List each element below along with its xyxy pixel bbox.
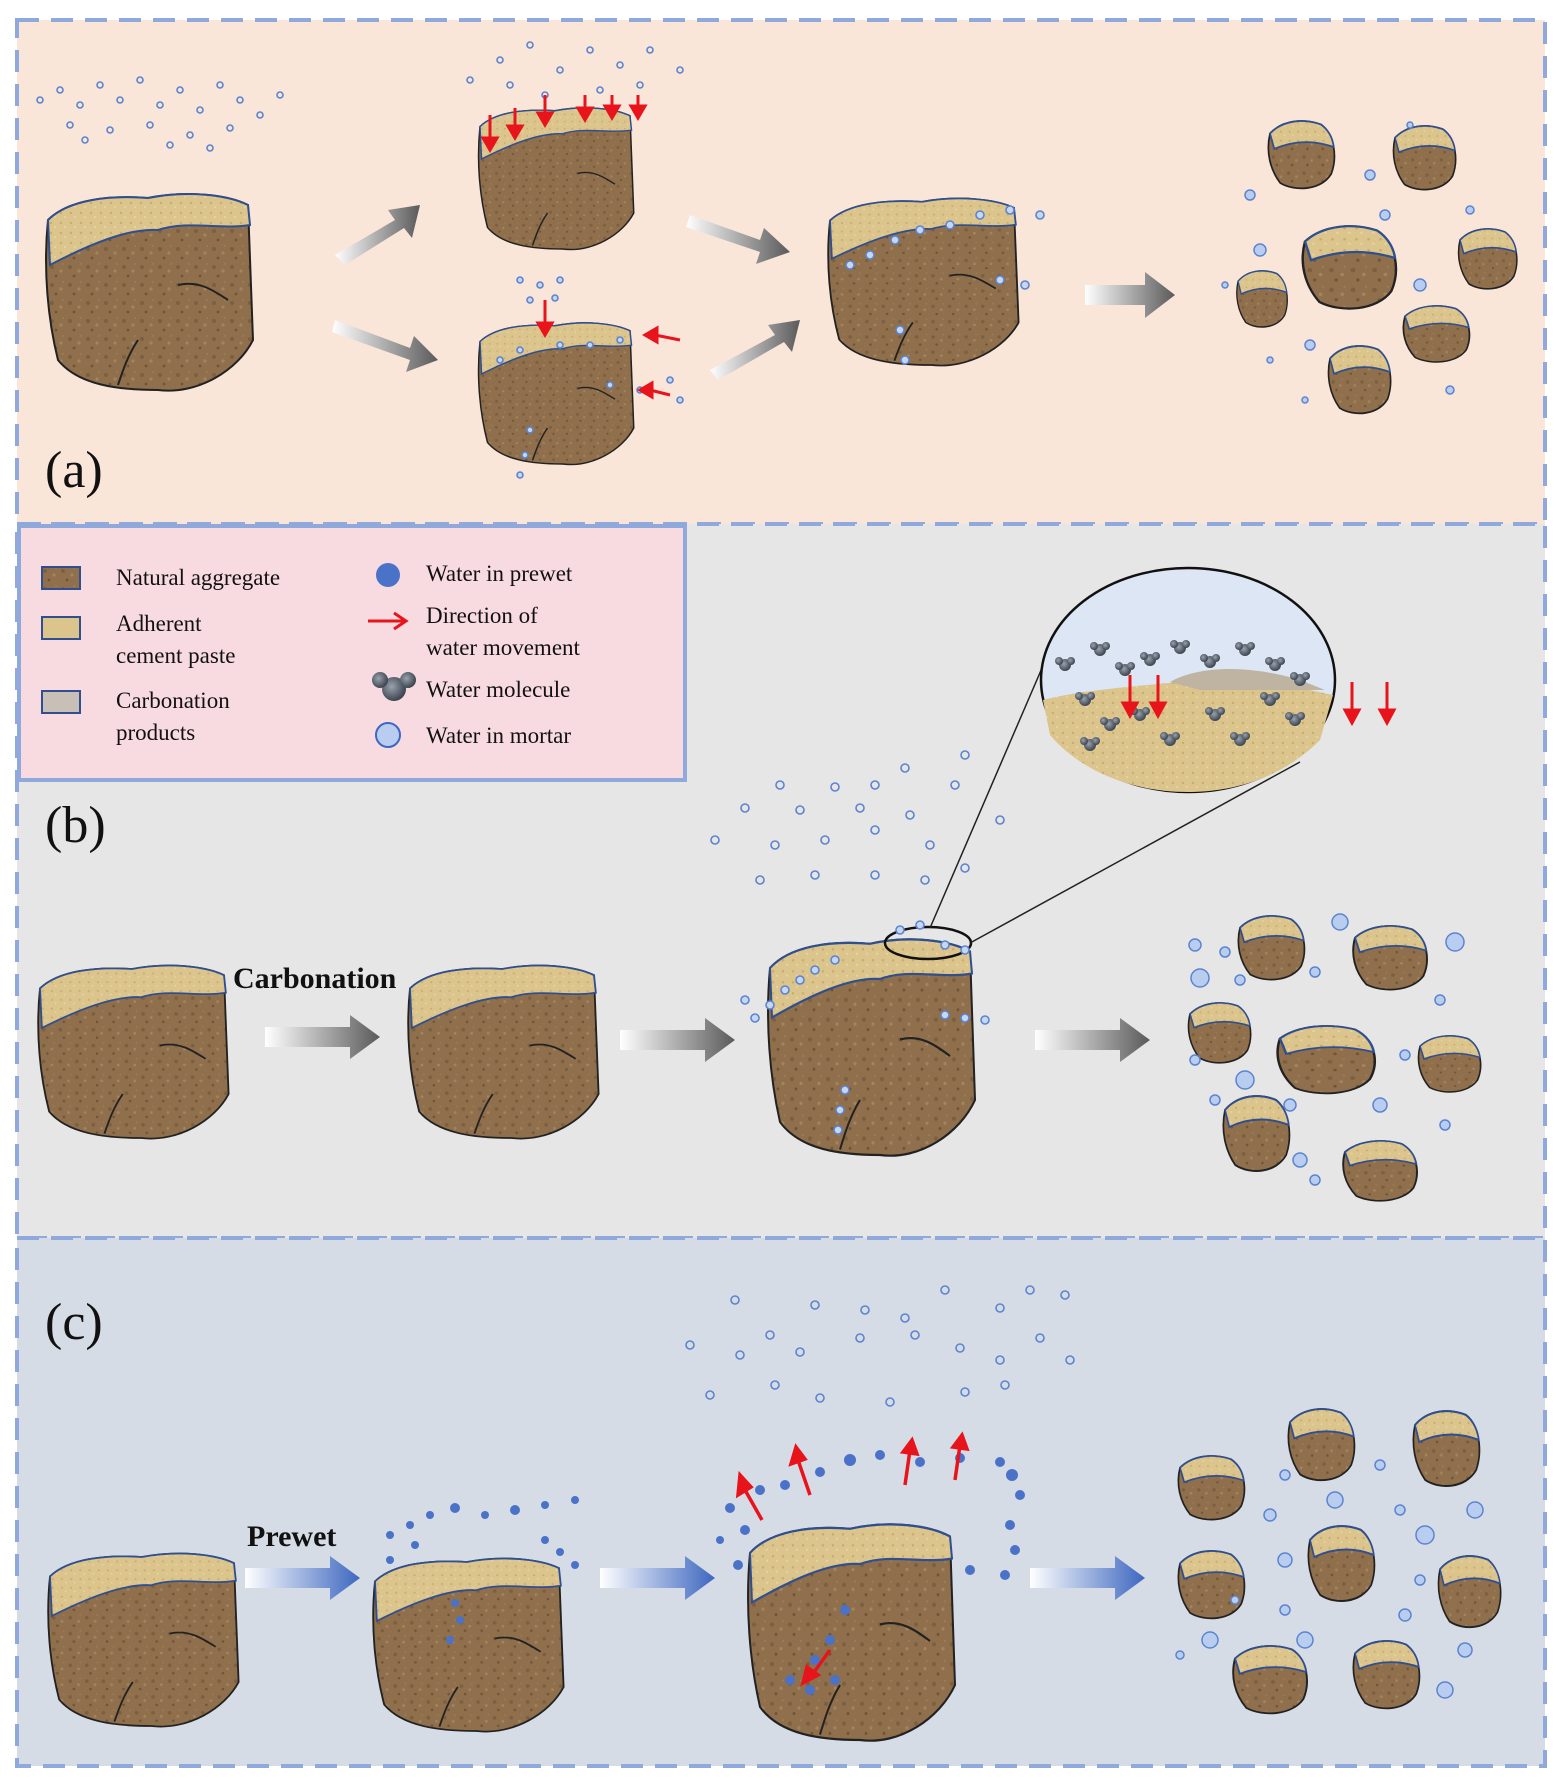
panel-a-arrow-5 (1085, 272, 1175, 318)
panel-c-rock2-prewet (386, 1496, 579, 1644)
mortar-water-circle (375, 722, 401, 748)
panel-a-arrow-3 (686, 215, 790, 264)
panel-b-zoom-line-1 (929, 667, 1043, 929)
panel-a-arrow-4 (710, 320, 800, 380)
panel-a-bottom-water (496, 276, 684, 479)
panel-a-top-red-arrows (480, 95, 648, 153)
panel-b-rock-3 (766, 938, 977, 1157)
panel-a-arrow-1 (335, 205, 420, 265)
panel-a-arrow-2 (332, 320, 438, 372)
legend-label-natural-aggregate: Natural aggregate (116, 565, 281, 590)
panel-b-rock-1 (37, 964, 230, 1140)
legend-label-water-in-mortar: Water in mortar (426, 723, 572, 748)
panel-b-water-cloud (710, 750, 1005, 885)
water-molecule-icon (372, 672, 416, 701)
legend-label-cement-paste: Adherent cement paste (116, 611, 236, 668)
panel-c-rock-1 (47, 1552, 240, 1728)
panel-b-rock3-water (740, 920, 990, 1135)
panel-a-label: (a) (45, 442, 103, 499)
panel-c-rock3-prewet (716, 1450, 1025, 1695)
panel-b-cluster-water (1188, 913, 1465, 1186)
panel-b-arrow-2 (620, 1018, 735, 1062)
panel-c-arrow-2 (600, 1556, 715, 1600)
panel-a-initial-rock (45, 193, 254, 392)
panel-c-water-cloud (685, 1285, 1075, 1407)
carbonation-step-label: Carbonation (233, 962, 397, 995)
carbonation-products-swatch (41, 690, 81, 714)
panel-a-right-water (845, 205, 1045, 365)
panel-c-cluster-water (1175, 1459, 1484, 1699)
panel-a-rock-top (477, 107, 635, 251)
legend-label-water-molecule: Water molecule (426, 677, 571, 702)
panel-b-arrow-1 (265, 1015, 380, 1059)
natural-aggregate-swatch (41, 566, 81, 590)
legend: Natural aggregate Adherent cement paste … (17, 524, 687, 782)
panel-b-label: (b) (45, 797, 106, 854)
panel-c-rock-2 (372, 1557, 565, 1733)
panel-b-rock-2 (407, 964, 600, 1140)
panel-b-zoom-bubble (1039, 566, 1397, 794)
panel-a-rock-right (827, 197, 1020, 367)
legend-label-carbonation-products: Carbonation products (116, 688, 230, 745)
panel-c-label: (c) (45, 1294, 103, 1351)
panel-a-background (15, 18, 1547, 526)
panel-a-water-cloud (36, 76, 284, 152)
prewet-water-dot (376, 563, 400, 587)
panel-a-cluster-water (1221, 121, 1475, 404)
panel-a-rock-bottom (477, 322, 635, 466)
panel-c-rock3-red-arrows (735, 1431, 970, 1687)
prewet-step-label: Prewet (247, 1520, 337, 1553)
panel-b-zoom-line-2 (969, 761, 1301, 944)
cement-paste-swatch (41, 616, 81, 640)
panel-c-arrow-3 (1030, 1556, 1145, 1600)
panel-c-rock-3 (746, 1523, 957, 1742)
red-arrow-icon (368, 611, 409, 631)
panel-a-top-water (466, 41, 684, 99)
panel-c-arrow-1 (245, 1556, 360, 1600)
panel-a-bottom-red-arrows (535, 300, 681, 400)
panel-b-arrow-3 (1035, 1018, 1150, 1062)
legend-label-water-movement: Direction of water movement (426, 603, 580, 660)
legend-label-water-in-prewet: Water in prewet (426, 561, 573, 586)
